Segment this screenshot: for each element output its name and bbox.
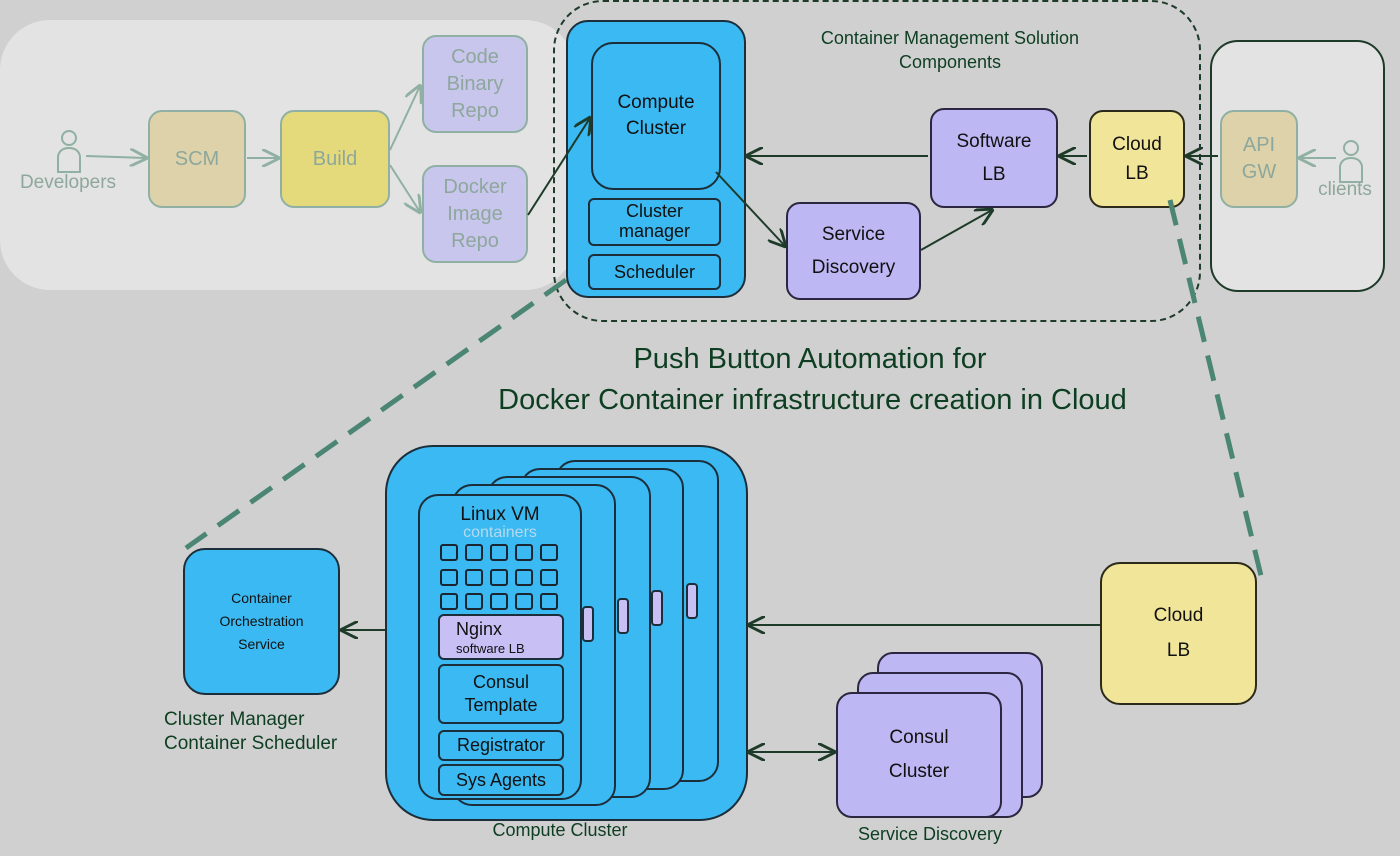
scheduler-box: Scheduler <box>588 254 721 290</box>
client-icon <box>1334 138 1366 184</box>
consul-cluster-label: Consul Cluster <box>888 726 950 782</box>
container-cell <box>540 569 558 586</box>
container-cell <box>515 569 533 586</box>
cluster-manager-label: Cluster manager <box>618 201 691 241</box>
api-gw-box: API GW <box>1220 110 1298 208</box>
headline-line1: Push Button Automation for <box>633 343 987 375</box>
service-discovery-caption: Service Discovery <box>857 824 1003 844</box>
consul-cluster-box: Consul Cluster <box>836 692 1002 818</box>
docker-image-repo-label: Docker Image Repo <box>443 175 507 252</box>
nginx-subtitle: software LB <box>456 641 525 656</box>
registrator-label: Registrator <box>456 735 546 755</box>
nginx-box: Nginx software LB <box>438 614 564 660</box>
container-orchestration-box: Container Orchestration Service <box>183 548 340 695</box>
api-gw-label: API GW <box>1241 134 1277 183</box>
container-cell <box>440 544 458 561</box>
nginx-title: Nginx <box>456 619 503 639</box>
consul-template-label: Consul Template <box>464 671 538 715</box>
build-label: Build <box>312 147 358 170</box>
build-box: Build <box>280 110 390 208</box>
code-binary-repo-box: Code Binary Repo <box>422 35 528 133</box>
scheduler-label: Scheduler <box>613 261 696 282</box>
cloud-lb-label-bottom: Cloud LB <box>1153 605 1204 661</box>
container-cell <box>540 544 558 561</box>
back-card-peek-purple <box>651 590 663 626</box>
linux-vm-subtitle: containers <box>463 524 537 541</box>
software-lb-label: Software LB <box>956 130 1032 185</box>
compute-cluster-box: Compute Cluster <box>591 42 721 190</box>
container-cell <box>490 544 508 561</box>
container-cell <box>540 593 558 610</box>
developers-label: Developers <box>19 172 117 193</box>
cloud-lb-box-top: Cloud LB <box>1089 110 1185 208</box>
sys-agents-label: Sys Agents <box>455 769 547 790</box>
sys-agents-box: Sys Agents <box>438 764 564 796</box>
container-cell <box>490 569 508 586</box>
code-binary-repo-label: Code Binary Repo <box>446 45 504 122</box>
compute-cluster-label: Compute Cluster <box>617 92 695 139</box>
orchestration-caption: Cluster Manager Container Scheduler <box>164 709 338 754</box>
clients-label: clients <box>1318 179 1372 200</box>
cloud-lb-box-bottom: Cloud LB <box>1100 562 1257 705</box>
cluster-manager-box: Cluster manager <box>588 198 721 246</box>
back-card-peek-purple <box>617 598 629 634</box>
compute-cluster-caption: Compute Cluster <box>492 820 628 840</box>
container-cell <box>465 569 483 586</box>
service-discovery-box: Service Discovery <box>786 202 921 300</box>
container-cell <box>440 569 458 586</box>
container-cell <box>515 544 533 561</box>
software-lb-box: Software LB <box>930 108 1058 208</box>
container-cell <box>515 593 533 610</box>
scm-label: SCM <box>174 147 220 170</box>
cloud-lb-label-top: Cloud LB <box>1112 133 1162 184</box>
management-title: Container Management Solution Components <box>820 28 1080 73</box>
back-card-peek-purple <box>686 583 698 619</box>
developer-icon <box>52 128 84 174</box>
container-cell <box>440 593 458 610</box>
scm-box: SCM <box>148 110 246 208</box>
back-card-peek-purple <box>582 606 594 642</box>
registrator-box: Registrator <box>438 730 564 761</box>
container-cell <box>465 544 483 561</box>
container-orchestration-label: Container Orchestration Service <box>219 589 304 653</box>
docker-image-repo-box: Docker Image Repo <box>422 165 528 263</box>
container-cell <box>490 593 508 610</box>
linux-vm-title: Linux VM <box>460 504 540 525</box>
consul-template-box: Consul Template <box>438 664 564 724</box>
container-cell <box>465 593 483 610</box>
service-discovery-label: Service Discovery <box>811 223 896 278</box>
headline-line2: Docker Container infrastructure creation… <box>498 384 1127 416</box>
container-grid <box>440 544 570 616</box>
